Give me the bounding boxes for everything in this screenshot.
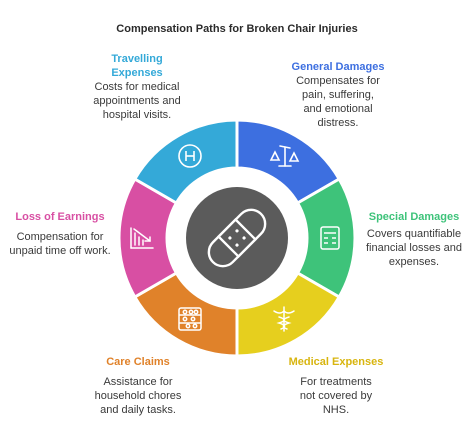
desc-general-damages: Compensates for pain, suffering, and emo… [296,75,380,129]
bandage-icon [207,208,267,268]
desc-medical-expenses: For treatments not covered by NHS. [299,376,373,416]
label-special-damages: Special Damages Covers quantifiable fina… [358,210,470,269]
scales-icon [269,145,300,167]
heading-travelling-expenses: Travelling Expenses [111,53,163,79]
heading-special-damages: Special Damages [368,211,460,223]
desc-care-claims: Assistance for household chores and dail… [94,376,182,416]
label-general-damages: General Damages Compensates for pain, su… [278,60,398,130]
label-loss-of-earnings: Loss of Earnings Compensation for unpaid… [8,210,112,258]
heading-medical-expenses: Medical Expenses [288,356,384,368]
caduceus-icon [273,306,295,332]
desc-special-damages: Covers quantifiable financial losses and… [365,228,462,268]
diagram-title: Compensation Paths for Broken Chair Inju… [116,23,358,35]
label-medical-expenses: Medical Expenses For treatments not cove… [276,355,396,417]
calculator-icon [320,226,340,250]
heading-loss-of-earnings: Loss of Earnings [15,211,105,223]
heading-general-damages: General Damages [291,61,385,73]
abacus-icon [178,307,202,331]
desc-travelling-expenses: Costs for medical appointments and hospi… [93,81,181,121]
hospital-sign-icon [178,144,202,168]
label-travelling-expenses: Travelling Expenses Costs for medical ap… [74,52,200,122]
declining-chart-icon [130,227,154,249]
segment-travelling [132,118,239,206]
desc-loss-of-earnings: Compensation for unpaid time off work. [9,231,111,257]
label-care-claims: Care Claims Assistance for household cho… [76,355,200,417]
heading-care-claims: Care Claims [106,356,170,368]
